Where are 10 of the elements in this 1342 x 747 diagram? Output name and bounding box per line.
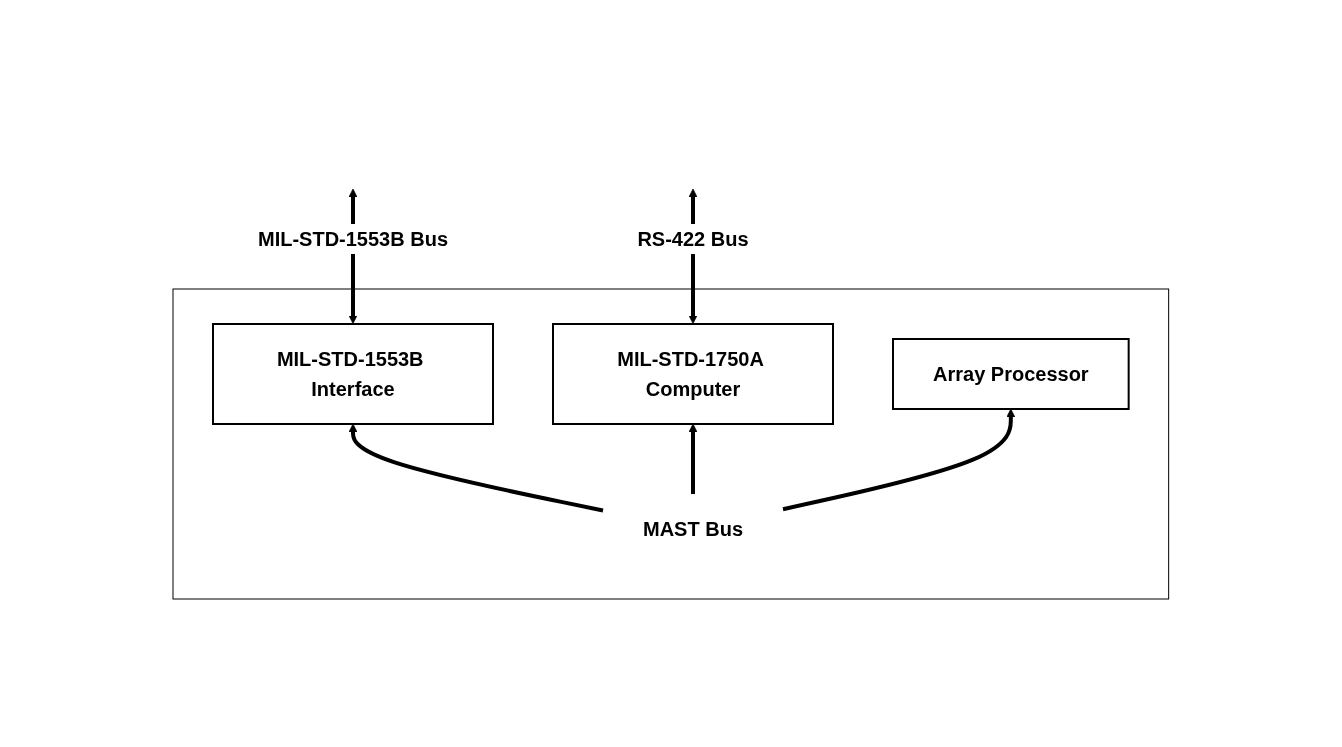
arrow bbox=[348, 423, 604, 512]
node-text: MAST Bus bbox=[643, 517, 744, 540]
edge-label: MIL-STD-1553B Bus bbox=[258, 227, 449, 250]
arrow bbox=[782, 408, 1016, 511]
edge-label: RS-422 Bus bbox=[637, 227, 749, 250]
arrow bbox=[688, 423, 698, 494]
node-box: Array Processor bbox=[892, 337, 1130, 410]
cluster bbox=[172, 288, 1170, 599]
node-box: MIL-STD-1750A Computer bbox=[552, 322, 835, 425]
node-box: MIL-STD-1553B Interface bbox=[212, 322, 495, 425]
